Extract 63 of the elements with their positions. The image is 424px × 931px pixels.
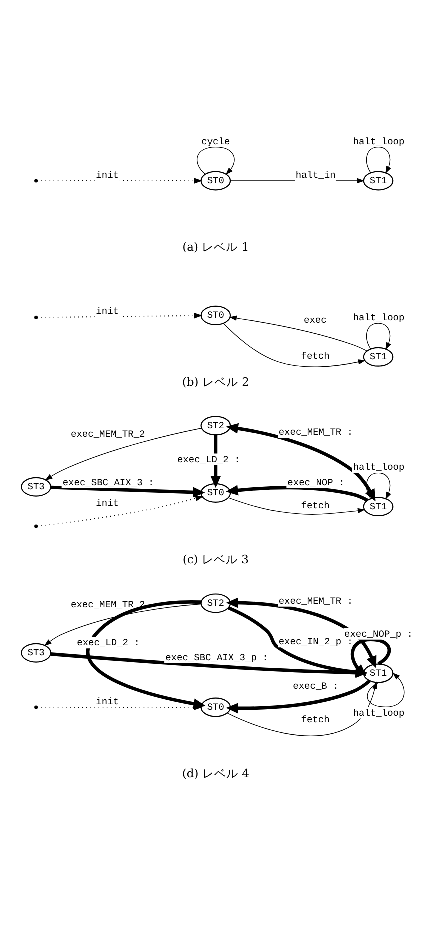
edge-label: init bbox=[96, 170, 120, 182]
node-ellipse: ST0 bbox=[200, 171, 232, 191]
label: (d) レベル 4 bbox=[182, 766, 250, 781]
arrow bbox=[223, 323, 366, 368]
arrow bbox=[366, 146, 392, 174]
edge-label: exec_MEM_TR_2 bbox=[71, 429, 146, 440]
node-ellipse: ST0 bbox=[200, 484, 232, 503]
edge-label: halt_loop bbox=[353, 136, 405, 148]
edge-label: exec_MEM_TR : bbox=[278, 427, 354, 438]
node-ellipse: ST0 bbox=[200, 306, 232, 326]
label: (c) レベル 3 bbox=[182, 552, 249, 566]
edge-label: exec_NOP_p : bbox=[344, 628, 414, 640]
arrow bbox=[229, 316, 368, 352]
node-ellipse: ST1 bbox=[363, 171, 394, 191]
edge-label: exec_NOP : bbox=[288, 478, 345, 489]
edge-label: exec_B : bbox=[293, 680, 339, 692]
edge-label: fetch bbox=[301, 351, 330, 362]
edge-label: exec_LD_2 : bbox=[77, 638, 140, 649]
edge-label: exec_MEM_TR : bbox=[278, 596, 354, 607]
node-ellipse: ST2 bbox=[200, 416, 232, 436]
arrow bbox=[196, 146, 235, 176]
arrow bbox=[366, 472, 392, 500]
edge-label: halt_loop bbox=[353, 312, 405, 324]
arrow bbox=[366, 323, 392, 350]
arrow bbox=[350, 638, 392, 676]
label: (a) レベル 1 bbox=[182, 240, 250, 254]
edge-label: exec_SBC_AIX_3 : bbox=[62, 478, 154, 489]
arrow bbox=[38, 698, 206, 710]
edge-label: exec_SBC_AIX_3_p : bbox=[166, 652, 268, 664]
node-ellipse: ST3 bbox=[21, 643, 52, 663]
arrow bbox=[50, 486, 206, 502]
arrow bbox=[226, 423, 376, 502]
arrow bbox=[230, 178, 365, 184]
arrow bbox=[38, 487, 206, 527]
arrow bbox=[38, 178, 203, 184]
edge-label: exec_IN_2_p : bbox=[278, 636, 354, 648]
node-ellipse: ST2 bbox=[200, 594, 232, 614]
edge-label: halt_loop bbox=[353, 462, 405, 474]
arrow bbox=[38, 313, 203, 319]
node-ellipse: ST1 bbox=[363, 664, 394, 684]
edge-label: fetch bbox=[301, 714, 330, 726]
arrow bbox=[86, 600, 206, 710]
arrow bbox=[44, 604, 202, 646]
arrow bbox=[228, 498, 366, 515]
arrow bbox=[226, 598, 377, 668]
edge-label: halt_in bbox=[296, 170, 336, 182]
node-ellipse: ST1 bbox=[363, 347, 394, 367]
arrow bbox=[226, 485, 368, 502]
edge-label: init bbox=[96, 306, 120, 318]
node-ellipse: ST3 bbox=[21, 477, 52, 497]
node-ellipse: ST1 bbox=[363, 497, 394, 517]
edge-label: cycle bbox=[202, 136, 230, 148]
edge-label: init bbox=[96, 498, 120, 509]
edge-label: halt_loop bbox=[353, 708, 405, 719]
edge-label: init bbox=[96, 696, 120, 708]
arrow bbox=[367, 672, 405, 708]
edge-label: fetch bbox=[301, 500, 330, 512]
node-ellipse: ST0 bbox=[200, 698, 232, 718]
edge-label: exec_MEM_TR_2 bbox=[71, 599, 146, 610]
edge-label: exec bbox=[304, 314, 327, 326]
edge-label: exec_LD_2 : bbox=[177, 454, 240, 466]
arrow bbox=[227, 682, 378, 736]
label: (b) レベル 2 bbox=[182, 374, 250, 389]
